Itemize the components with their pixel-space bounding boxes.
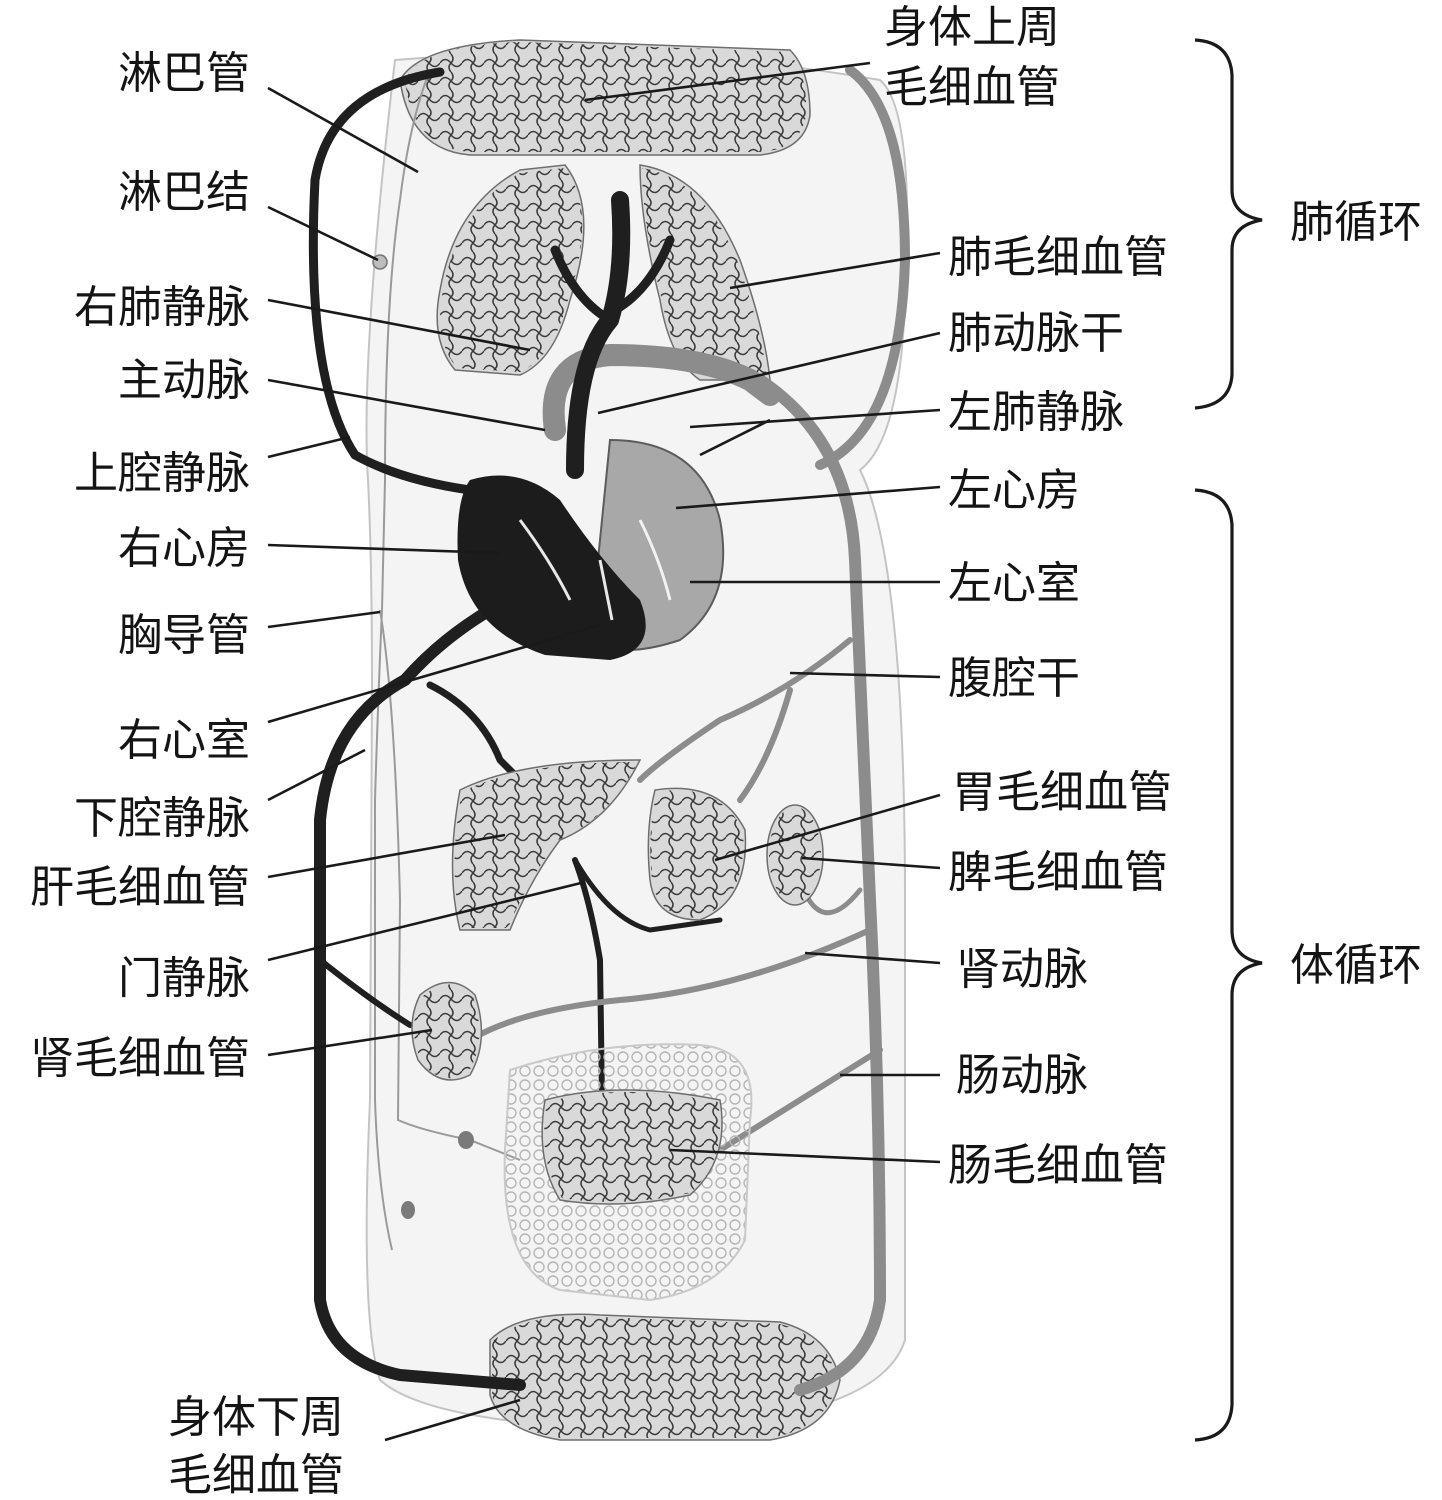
label-right-pulmonary-vein: 右肺静脉 — [74, 282, 250, 333]
label-lymph-vessel: 淋巴管 — [118, 48, 250, 99]
descending-aorta — [754, 374, 886, 1396]
label-lymph-node: 淋巴结 — [118, 167, 250, 218]
label-lower-capillaries-line1: 身体下周 — [168, 1392, 344, 1443]
venous-system — [308, 67, 723, 1391]
label-stomach-capillaries: 胃毛细血管 — [952, 767, 1172, 818]
label-left-ventricle: 左心室 — [948, 558, 1080, 609]
label-systemic-circulation: 体循环 — [1290, 940, 1422, 991]
label-right-ventricle: 右心室 — [118, 715, 250, 766]
intestine — [503, 1043, 753, 1302]
aortic-arch — [542, 344, 781, 441]
label-lower-capillaries-line2: 毛细血管 — [168, 1450, 344, 1500]
spleen-capillaries — [766, 804, 824, 906]
kidney-capillaries — [411, 981, 483, 1081]
thoracic-duct — [379, 609, 521, 1161]
label-renal-artery: 肾动脉 — [956, 944, 1088, 995]
renal-artery — [467, 927, 873, 1043]
label-spleen-capillaries: 脾毛细血管 — [948, 847, 1168, 898]
inferior-vena-cava — [314, 604, 526, 1391]
label-left-atrium: 左心房 — [948, 465, 1080, 516]
label-left-pulmonary-vein: 左肺静脉 — [948, 387, 1124, 438]
label-portal-vein: 门静脉 — [118, 953, 250, 1004]
heart — [457, 191, 781, 660]
leader-lines — [267, 61, 941, 1442]
liver-capillaries — [451, 759, 642, 931]
label-kidney-capillaries: 肾毛细血管 — [30, 1033, 250, 1084]
pulmonary-brace — [1194, 38, 1263, 410]
label-inferior-vena-cava: 下腔静脉 — [74, 793, 250, 844]
label-superior-vena-cava: 上腔静脉 — [74, 448, 250, 499]
label-celiac-trunk: 腹腔干 — [948, 653, 1080, 704]
label-liver-capillaries: 肝毛细血管 — [30, 862, 250, 913]
label-lung-capillaries: 肺毛细血管 — [948, 232, 1168, 283]
label-aorta: 主动脉 — [118, 355, 250, 406]
label-intestinal-capillaries: 肠毛细血管 — [948, 1140, 1168, 1191]
systemic-brace — [1194, 488, 1263, 1442]
label-thoracic-duct: 胸导管 — [118, 610, 250, 661]
label-intestinal-artery: 肠动脉 — [956, 1050, 1088, 1101]
lymph-node — [372, 254, 388, 270]
label-pulmonary-circulation: 肺循环 — [1290, 197, 1422, 248]
label-pulmonary-trunk: 肺动脉干 — [948, 308, 1124, 359]
stomach-capillaries — [647, 787, 747, 921]
label-right-atrium: 右心房 — [118, 523, 250, 574]
label-upper-capillaries-line1: 身体上周 — [884, 2, 1060, 53]
label-upper-capillaries-line2: 毛细血管 — [884, 62, 1060, 113]
lymph-node-lower-1 — [458, 1131, 474, 1149]
left-lung — [639, 164, 771, 381]
celiac-trunk — [637, 637, 853, 783]
superior-vena-cava — [308, 67, 475, 495]
lymph-node-lower-2 — [401, 1201, 415, 1219]
right-lung — [436, 164, 585, 376]
lymph-vessel — [374, 69, 431, 1251]
lower-body-capillaries — [489, 1313, 841, 1441]
